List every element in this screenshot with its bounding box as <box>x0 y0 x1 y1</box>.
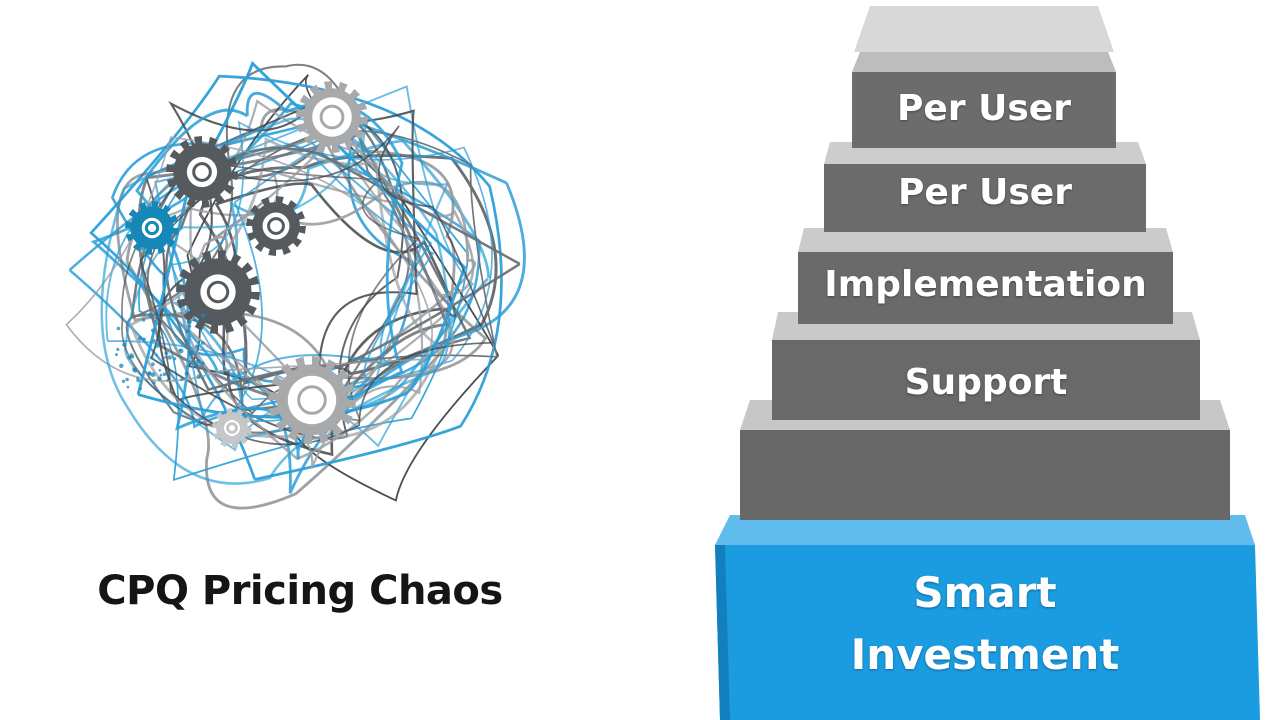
dot-particle <box>119 363 124 368</box>
dot-particle <box>137 336 143 341</box>
dot-particle <box>126 385 130 389</box>
dot-particle <box>147 371 152 375</box>
base-step <box>715 515 1260 720</box>
dot-particle <box>201 313 206 318</box>
dot-particle <box>185 339 189 343</box>
dot-particle <box>132 368 138 373</box>
gear-icon <box>212 408 252 448</box>
gear-icon <box>125 201 179 255</box>
dot-particle <box>193 318 197 322</box>
dot-particle <box>116 326 121 331</box>
dot-particle <box>154 343 160 348</box>
dot-particle <box>166 378 170 382</box>
dot-particle <box>201 341 205 345</box>
dot-particle <box>158 369 162 372</box>
gear-icon <box>176 250 260 334</box>
dot-particle <box>185 329 190 334</box>
scribble-line <box>100 117 451 485</box>
dot-particle <box>154 316 158 320</box>
gear-icon <box>246 196 306 256</box>
chaos-caption: CPQ Pricing Chaos <box>97 568 503 614</box>
dot-particle <box>196 374 202 379</box>
dot-particle <box>184 371 189 376</box>
dot-particle <box>167 355 172 360</box>
step-3-label: Implementation <box>824 264 1147 305</box>
dot-particle <box>155 354 158 357</box>
dot-particle <box>150 372 156 377</box>
step-3 <box>798 228 1173 324</box>
gear-icon <box>268 356 356 444</box>
scribble-line <box>139 125 495 446</box>
investment-pyramid <box>715 6 1260 720</box>
dot-particle <box>125 377 129 382</box>
dot-particle <box>136 378 141 383</box>
dot-particle <box>115 353 118 357</box>
dot-particle <box>130 355 135 359</box>
dot-particle <box>201 361 205 365</box>
dot-particle <box>116 347 120 352</box>
pricing-chaos-illustration <box>65 60 526 510</box>
dot-particle <box>151 362 155 367</box>
dot-particle <box>121 379 126 383</box>
base-label-line2: Investment <box>850 630 1120 679</box>
dot-particle <box>139 387 142 390</box>
dot-particle <box>195 344 199 349</box>
gear-icon <box>166 136 238 208</box>
dot-particle <box>164 351 169 356</box>
dot-particle <box>157 376 162 381</box>
dot-particle <box>164 356 167 359</box>
gears-group <box>115 81 368 448</box>
dot-particle <box>180 377 184 381</box>
step-5 <box>740 400 1230 520</box>
dot-particle <box>201 376 205 380</box>
dot-particle <box>152 381 156 385</box>
dot-particle <box>186 319 192 324</box>
dot-particle <box>194 362 199 368</box>
dot-particle <box>142 337 146 342</box>
dot-particle <box>173 310 177 313</box>
step-4-label: Support <box>904 362 1068 403</box>
scribble-line <box>125 107 456 510</box>
step-1 <box>852 6 1116 148</box>
dot-particle <box>178 348 182 352</box>
step-4 <box>772 312 1200 420</box>
dot-particle <box>142 318 146 322</box>
dot-particle <box>188 351 193 356</box>
dot-particle <box>127 355 132 360</box>
gear-icon <box>296 81 368 153</box>
dot-particle <box>188 325 192 328</box>
step-2-label: Per User <box>898 172 1072 213</box>
scribble-line <box>124 121 449 452</box>
scribble-line <box>65 136 433 382</box>
dot-particle <box>159 373 163 377</box>
dot-particle <box>148 312 153 318</box>
tangled-lines <box>65 60 526 510</box>
base-label-line1: Smart <box>913 568 1057 617</box>
dot-particle <box>149 355 154 360</box>
step-1-label: Per User <box>897 88 1071 129</box>
dot-particle <box>122 342 127 347</box>
dot-particle <box>152 339 156 343</box>
dot-particle <box>173 357 177 361</box>
dot-particle <box>162 372 167 377</box>
dot-particle <box>158 336 162 340</box>
dot-particle <box>151 328 155 333</box>
scribble-line <box>89 74 503 481</box>
scribble-line <box>226 147 435 423</box>
dot-particle <box>195 358 201 364</box>
